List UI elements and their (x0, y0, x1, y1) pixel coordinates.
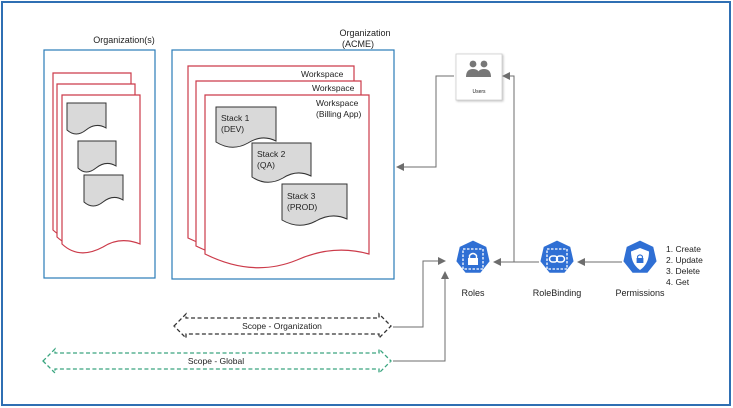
permissions-node: Permissions 1. Create 2. Update 3. Delet… (615, 239, 703, 298)
workspace-middle-label: Workspace (312, 83, 355, 93)
lock-icon (462, 248, 484, 270)
stack-dev-name: Stack 1 (221, 113, 250, 123)
stack-dev-shape (215, 106, 277, 148)
roles-node: Roles (455, 239, 491, 298)
scope-global-arrow (42, 347, 392, 375)
permissions-list: 1. Create 2. Update 3. Delete 4. Get (666, 244, 703, 287)
permissions-label: Permissions (615, 288, 665, 298)
scope-organization: Scope - Organization (173, 312, 392, 340)
permission-item: 2. Update (666, 255, 703, 265)
org-stack-shape-1 (66, 102, 107, 135)
workspace-back-label: Workspace (301, 69, 344, 79)
scope-organization-arrow (173, 312, 392, 340)
acme-label-line1: Organization (339, 28, 390, 38)
rolebinding-node: RoleBinding (533, 239, 582, 298)
arrow-roles-to-users (502, 72, 515, 262)
scope-organization-label: Scope - Organization (242, 321, 322, 331)
workspace-front-label-line2: (Billing App) (316, 109, 362, 119)
arrow-scope-org-to-roles (393, 257, 446, 328)
scope-global: Scope - Global (42, 347, 392, 375)
stack-prod-name: Stack 3 (287, 191, 316, 201)
org-stack-shape-3 (83, 174, 124, 207)
organizations-label: Organization(s) (93, 35, 155, 45)
users-node: Users (455, 53, 503, 101)
acme-organization-panel: Organization (ACME) Workspace Workspace … (171, 28, 395, 280)
stack-prod-shape (281, 183, 348, 226)
org-doc-front (61, 94, 141, 254)
permission-item: 3. Delete (666, 266, 700, 276)
stack-qa-env: (QA) (257, 160, 275, 170)
permission-item: 1. Create (666, 244, 701, 254)
link-icon (546, 248, 568, 270)
roles-badge (455, 239, 491, 274)
workspace-front-label-line1: Workspace (316, 98, 359, 108)
rolebinding-label: RoleBinding (533, 288, 582, 298)
acme-label-line2: (ACME) (342, 39, 374, 49)
users-icon (466, 60, 491, 77)
users-label: Users (472, 89, 486, 95)
organizations-panel: Organization(s) (43, 35, 156, 279)
stack-qa-name: Stack 2 (257, 149, 286, 159)
users-card (455, 53, 503, 101)
permission-item: 4. Get (666, 277, 690, 287)
scope-global-label: Scope - Global (188, 356, 244, 366)
stack-dev-env: (DEV) (221, 124, 244, 134)
arrow-scope-global-to-roles (393, 271, 449, 362)
shield-lock-icon (631, 248, 649, 270)
org-stack-shape-2 (77, 140, 117, 173)
connectors (393, 72, 622, 362)
arrow-users-to-acme (396, 75, 454, 171)
stack-qa-shape (251, 142, 312, 183)
stack-prod-env: (PROD) (287, 202, 317, 212)
roles-label: Roles (461, 288, 485, 298)
